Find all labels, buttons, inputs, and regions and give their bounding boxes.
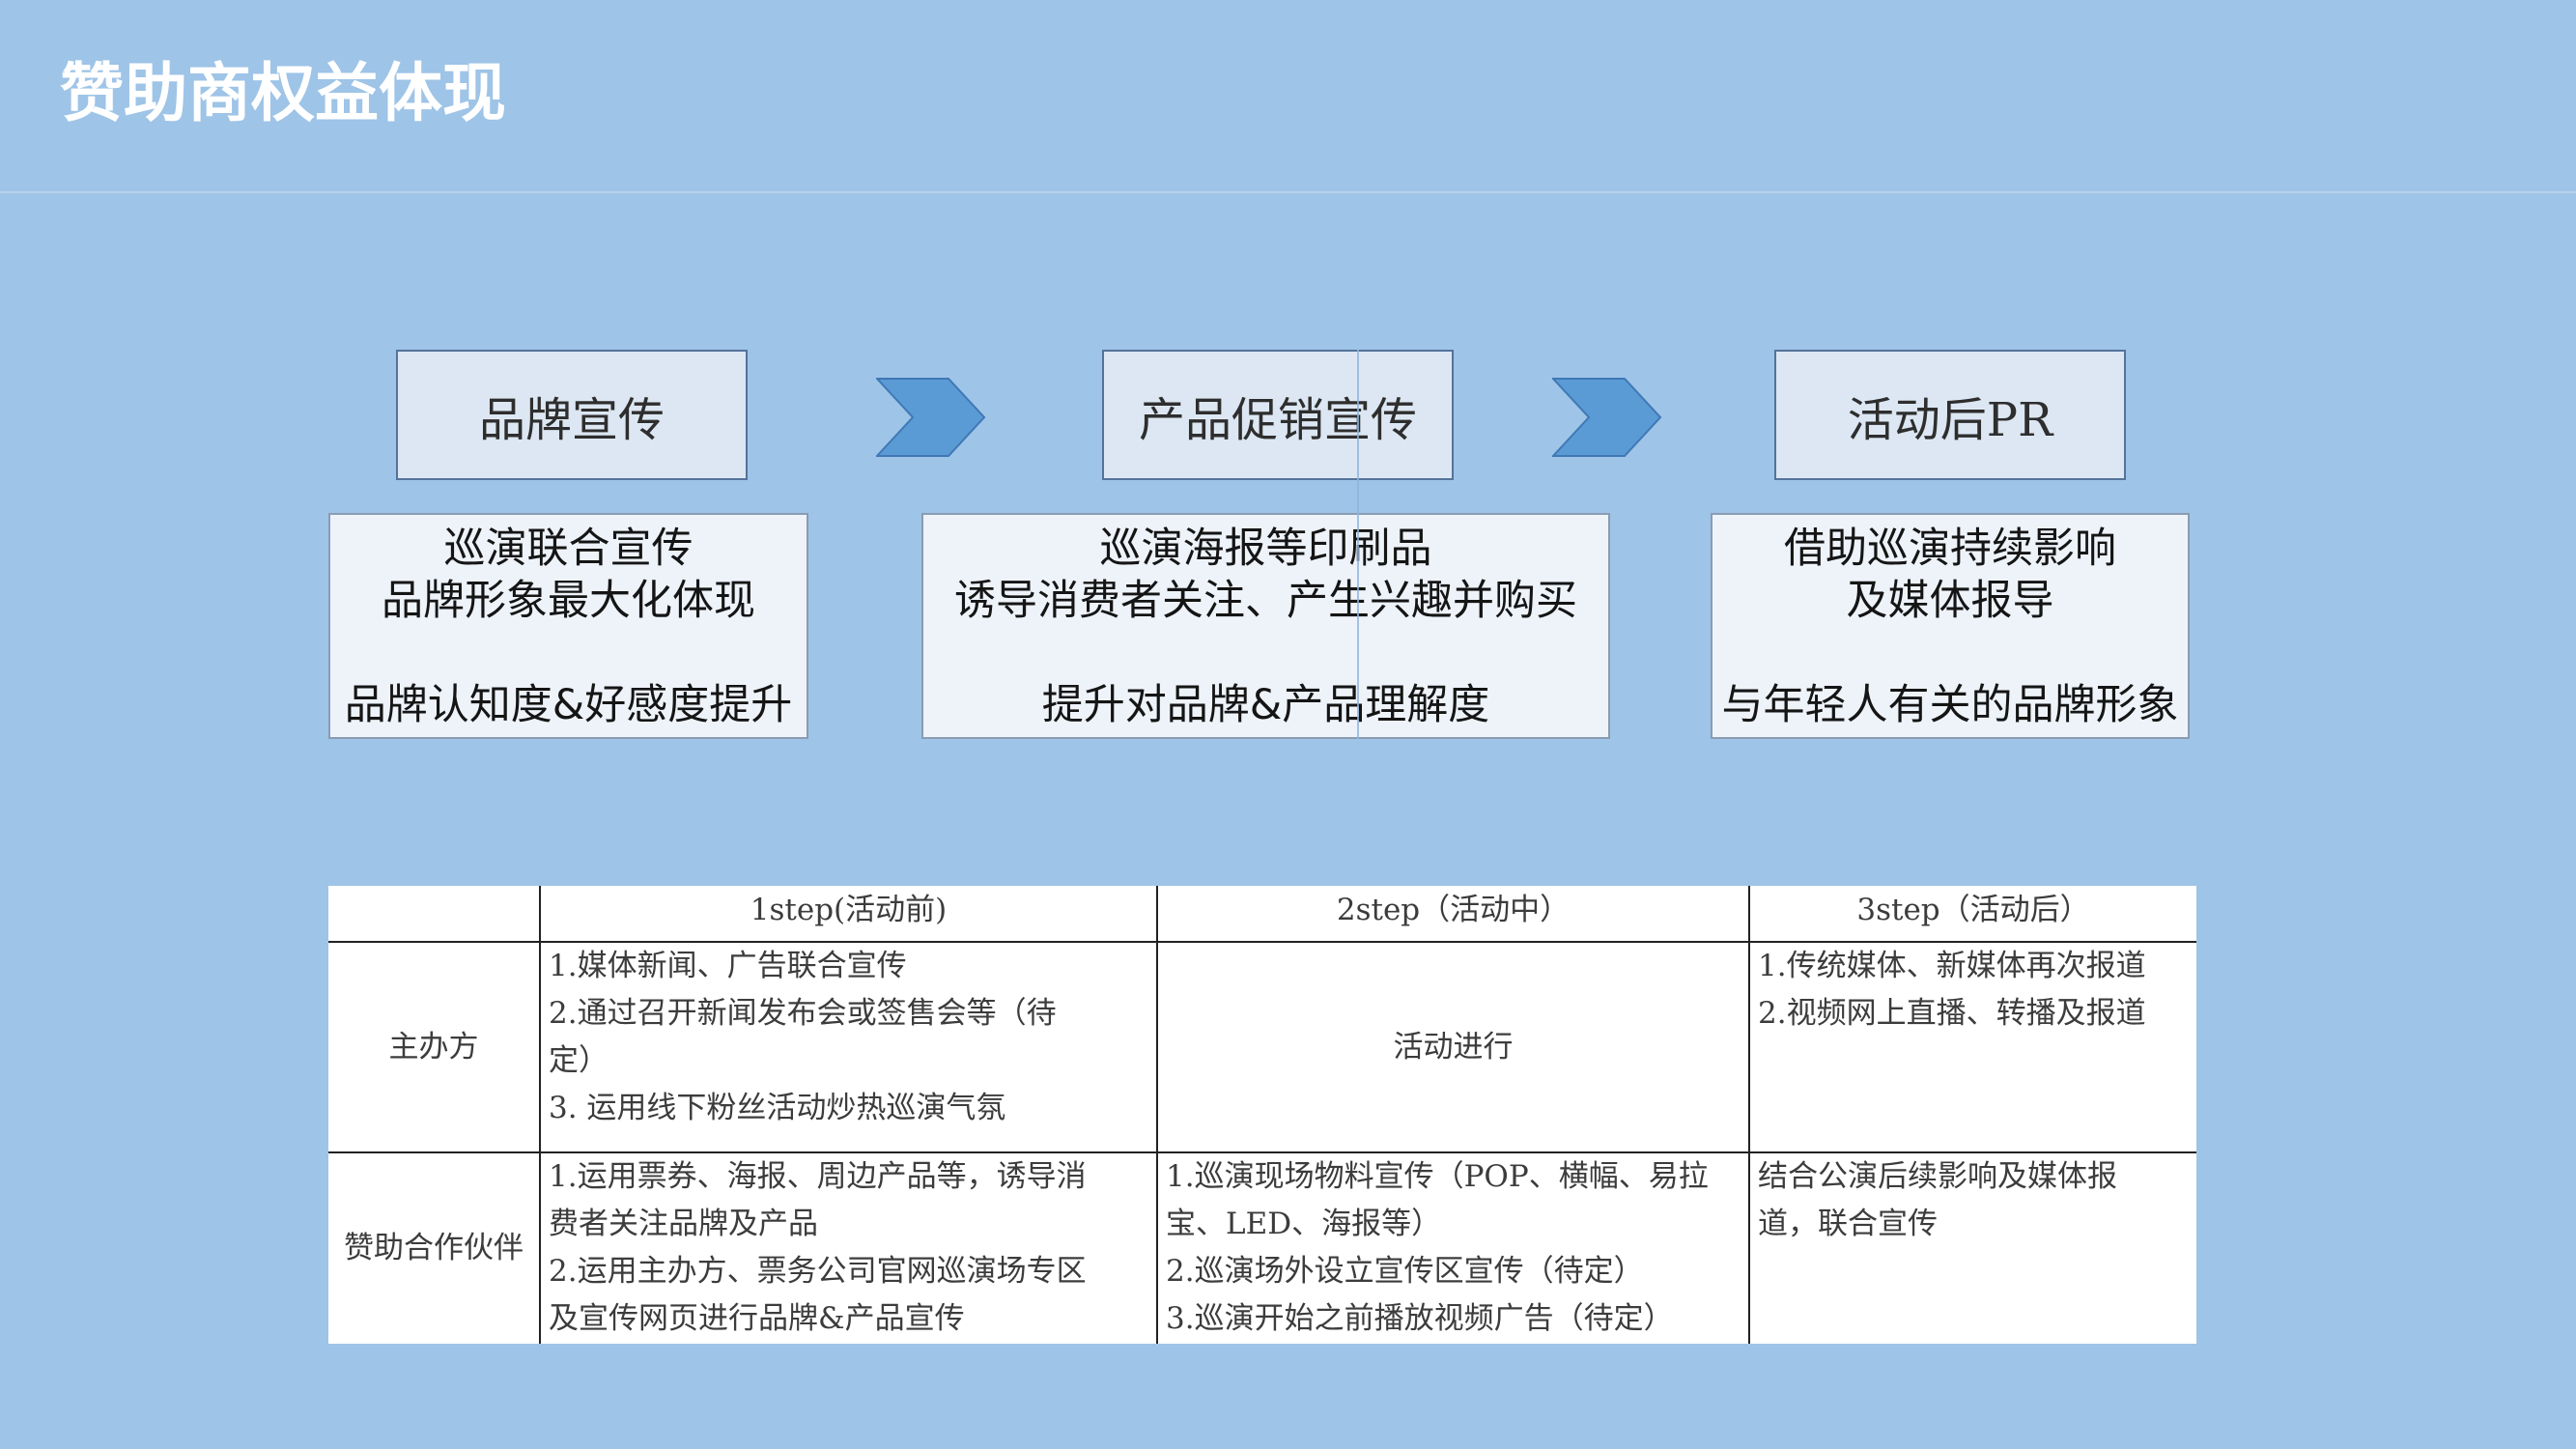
stage-desc-brand: 巡演联合宣传 品牌形象最大化体现 品牌认知度&好感度提升 bbox=[328, 513, 808, 739]
cell-line: 道，联合宣传 bbox=[1758, 1207, 1938, 1241]
cell-line: 宝、LED、海报等） bbox=[1166, 1207, 1442, 1241]
table-cell: 1.巡演现场物料宣传（POP、横幅、易拉 宝、LED、海报等） 2.巡演场外设立… bbox=[1158, 1153, 1750, 1344]
table-header-label: 3step（活动后） bbox=[1856, 893, 2090, 927]
stage-header-promotion: 产品促销宣传 bbox=[1102, 350, 1454, 480]
stage-desc-line: 诱导消费者关注、产生兴趣并购买 bbox=[954, 577, 1577, 625]
table-cell: 活动进行 bbox=[1158, 943, 1750, 1153]
stage-desc-highlight: 与年轻人有关的品牌形象 bbox=[1721, 681, 2179, 729]
table-header-label: 2step（活动中） bbox=[1336, 893, 1571, 927]
stage-desc-highlight: 提升对品牌&产品理解度 bbox=[1041, 681, 1490, 729]
row-label-text: 主办方 bbox=[388, 1029, 479, 1065]
stage-desc-line: 品牌形象最大化体现 bbox=[382, 577, 755, 625]
cell-line: 1.媒体新闻、广告联合宣传 bbox=[549, 949, 907, 983]
stage-desc-line: 借助巡演持续影响 bbox=[1784, 525, 2116, 573]
cell-line: 2.运用主办方、票务公司官网巡演场专区 bbox=[549, 1254, 1087, 1289]
row-label-text: 赞助合作伙伴 bbox=[344, 1231, 524, 1265]
stage-desc-promotion: 巡演海报等印刷品 诱导消费者关注、产生兴趣并购买 提升对品牌&产品理解度 bbox=[921, 513, 1610, 739]
stage-desc-pr: 借助巡演持续影响 及媒体报导 与年轻人有关的品牌形象 bbox=[1711, 513, 2190, 739]
cell-line: 结合公演后续影响及媒体报 bbox=[1758, 1159, 2117, 1194]
title-divider bbox=[0, 191, 2576, 193]
stage-desc-line: 及媒体报导 bbox=[1846, 577, 2054, 625]
rights-table: 1step(活动前) 2step（活动中） 3step（活动后） 主办方 1.媒… bbox=[328, 886, 2196, 1344]
table-cell: 1.媒体新闻、广告联合宣传 2.通过召开新闻发布会或签售会等（待 定） 3. 运… bbox=[541, 943, 1158, 1153]
stage-desc-line: 巡演海报等印刷品 bbox=[1099, 525, 1432, 573]
stage-header-label: 品牌宣传 bbox=[478, 392, 665, 447]
cell-line: 2.通过召开新闻发布会或签售会等（待 bbox=[549, 996, 1057, 1031]
table-header-label: 1step(活动前) bbox=[750, 893, 948, 927]
stage-desc-highlight: 品牌认知度&好感度提升 bbox=[344, 681, 793, 729]
stage-header-brand: 品牌宣传 bbox=[396, 350, 748, 480]
cell-line: 1.运用票券、海报、周边产品等，诱导消 bbox=[549, 1159, 1087, 1194]
stage-header-label: 活动后PR bbox=[1847, 392, 2053, 447]
page-title: 赞助商权益体现 bbox=[60, 56, 506, 130]
table-header-cell: 1step(活动前) bbox=[541, 886, 1158, 943]
cell-line: 费者关注品牌及产品 bbox=[549, 1207, 818, 1241]
table-cell: 1.传统媒体、新媒体再次报道 2.视频网上直播、转播及报道 bbox=[1750, 943, 2196, 1153]
cell-line: 2.巡演场外设立宣传区宣传（待定） bbox=[1166, 1254, 1644, 1289]
cell-line: 2.视频网上直播、转播及报道 bbox=[1758, 996, 2146, 1031]
cell-line: 3.巡演开始之前播放视频广告（待定） bbox=[1166, 1301, 1674, 1336]
cell-line: 及宣传网页进行品牌&产品宣传 bbox=[549, 1301, 965, 1336]
table-row-label: 主办方 bbox=[328, 943, 541, 1153]
cell-line: 1.传统媒体、新媒体再次报道 bbox=[1758, 949, 2146, 983]
cell-line: 定） bbox=[549, 1043, 609, 1078]
stage-desc-line: 巡演联合宣传 bbox=[443, 525, 694, 573]
table-corner-cell bbox=[328, 886, 541, 943]
stage-header-label: 产品促销宣传 bbox=[1138, 392, 1417, 447]
table-cell: 1.运用票券、海报、周边产品等，诱导消 费者关注品牌及产品 2.运用主办方、票务… bbox=[541, 1153, 1158, 1344]
stage-header-pr: 活动后PR bbox=[1774, 350, 2126, 480]
table-header-cell: 2step（活动中） bbox=[1158, 886, 1750, 943]
cell-line: 活动进行 bbox=[1393, 1029, 1514, 1065]
table-row-label: 赞助合作伙伴 bbox=[328, 1153, 541, 1344]
cell-line: 3. 运用线下粉丝活动炒热巡演气氛 bbox=[549, 1091, 1006, 1125]
table-cell: 结合公演后续影响及媒体报 道，联合宣传 bbox=[1750, 1153, 2196, 1344]
guide-line bbox=[1357, 350, 1359, 739]
chevron-right-icon bbox=[1552, 378, 1662, 457]
cell-line: 1.巡演现场物料宣传（POP、横幅、易拉 bbox=[1166, 1159, 1709, 1194]
chevron-right-icon bbox=[876, 378, 986, 457]
table-header-cell: 3step（活动后） bbox=[1750, 886, 2196, 943]
